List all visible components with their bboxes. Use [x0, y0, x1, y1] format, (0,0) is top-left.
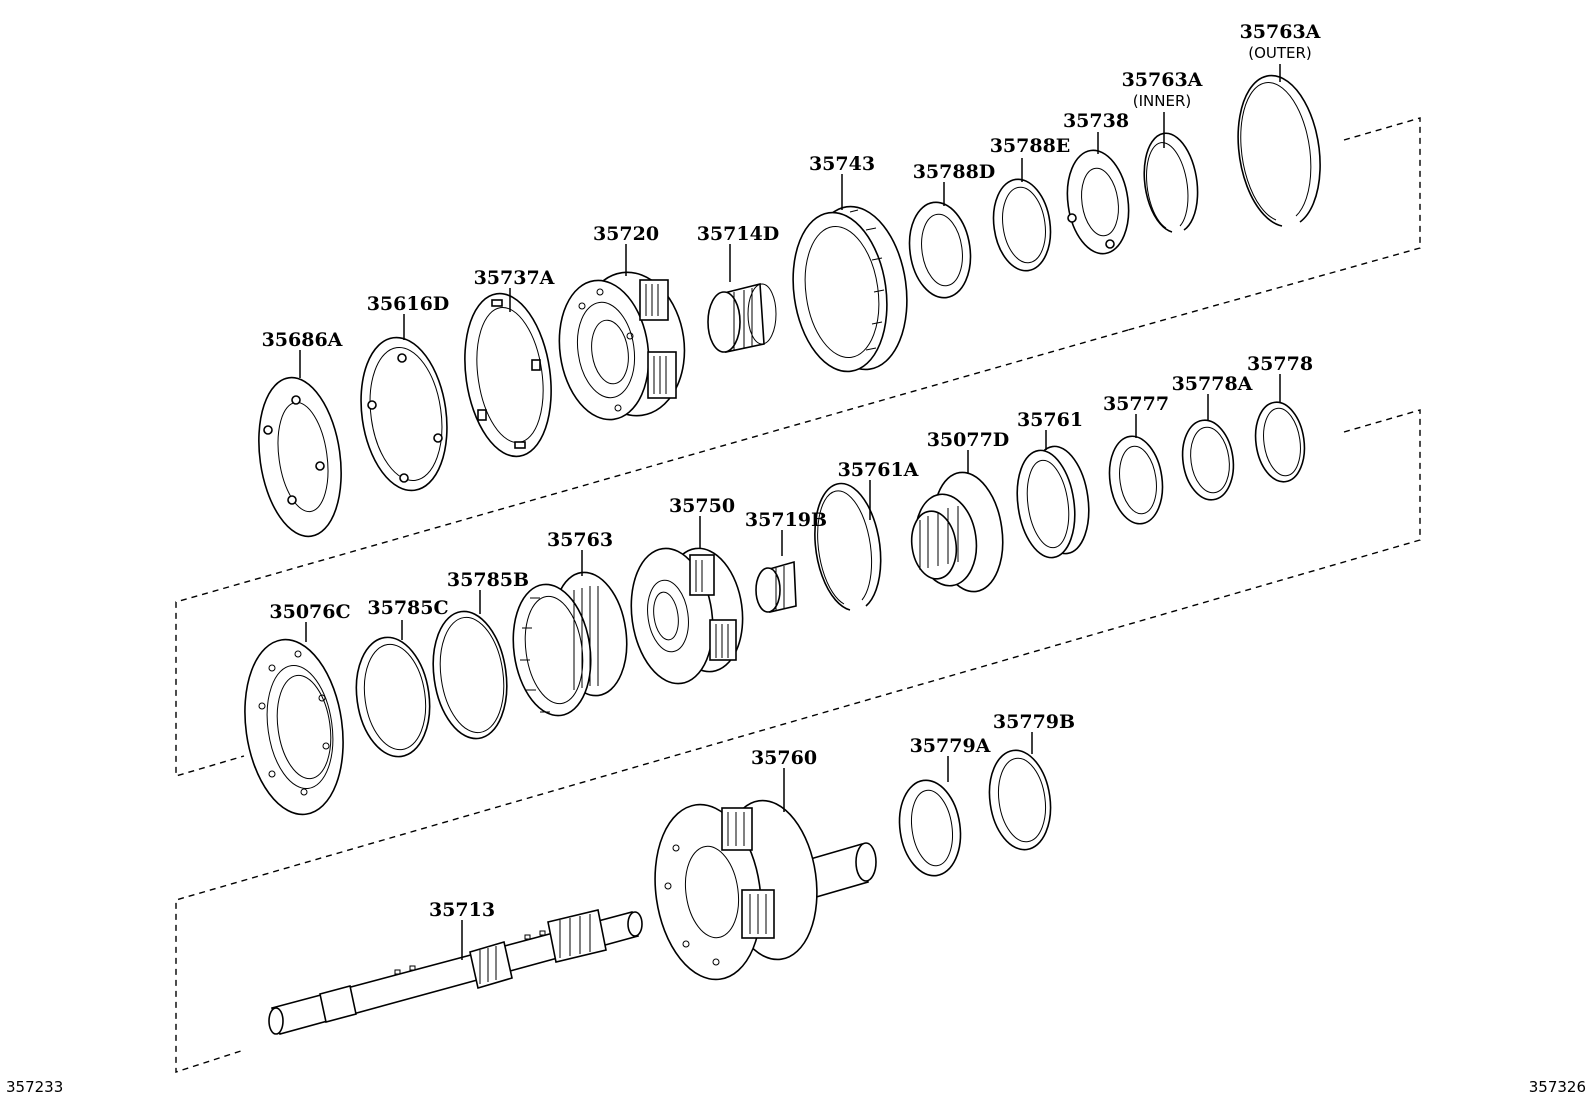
- part-35738-washer: [1066, 149, 1130, 255]
- callout-35738: 35738: [1063, 110, 1129, 132]
- part-35686A-washer: [258, 376, 342, 538]
- part-35743-ring-gear: [792, 205, 908, 373]
- callout-35785C: 35785C: [367, 597, 448, 619]
- group-frame-top: [175, 117, 1421, 777]
- part-35761A-snap-ring: [814, 482, 882, 611]
- callout-35763: 35763: [547, 529, 613, 551]
- part-35720-planetary-carrier: [558, 271, 686, 421]
- callout-35719B: 35719B: [745, 509, 827, 531]
- callout-35761A: 35761A: [838, 459, 919, 481]
- part-35763A-inner-snap-ring: [1143, 132, 1199, 233]
- part-35778-race: [1254, 401, 1306, 483]
- part-35076C-flange: [244, 638, 344, 816]
- part-35750-planetary-carrier: [630, 547, 744, 685]
- corner-code-right: 357326: [1529, 1078, 1586, 1096]
- callout-35778: 35778: [1247, 353, 1313, 375]
- part-35763A-outer-snap-ring: [1237, 74, 1321, 227]
- callout-35077D: 35077D: [927, 429, 1010, 451]
- callout-35763A-inner-note: (INNER): [1133, 92, 1191, 110]
- callout-35743: 35743: [809, 153, 875, 175]
- callout-35686A: 35686A: [262, 329, 343, 351]
- part-35714D-pinion: [707, 282, 777, 353]
- group-frame-middle: [175, 409, 1421, 1073]
- part-35719B-pinion: [755, 560, 797, 613]
- part-35778A-race: [1181, 419, 1235, 501]
- part-35777-bearing: [1108, 435, 1164, 525]
- callout-35750: 35750: [669, 495, 735, 517]
- part-35616D-ring: [360, 336, 448, 492]
- callout-35720: 35720: [593, 223, 659, 245]
- callout-35737A: 35737A: [474, 267, 555, 289]
- part-35785B-ring: [432, 610, 508, 740]
- part-35788E-race: [992, 178, 1052, 272]
- part-35788D-bearing: [908, 201, 972, 299]
- callout-35788E: 35788E: [990, 135, 1071, 157]
- callout-35777: 35777: [1103, 393, 1169, 415]
- part-35760-carrier: [654, 799, 877, 981]
- leader-lines: [299, 64, 1281, 960]
- callout-35616D: 35616D: [367, 293, 450, 315]
- callout-35763A-outer-note: (OUTER): [1248, 44, 1312, 62]
- part-35785C-ring: [355, 636, 431, 758]
- callout-35763A-outer: 35763A: [1240, 21, 1321, 43]
- callout-35785B: 35785B: [447, 569, 529, 591]
- callout-35779B: 35779B: [993, 711, 1075, 733]
- callout-35760: 35760: [751, 747, 817, 769]
- callout-35713: 35713: [429, 899, 495, 921]
- callout-35714D: 35714D: [697, 223, 780, 245]
- callout-35076C: 35076C: [269, 601, 350, 623]
- part-35737A-plate: [464, 292, 552, 458]
- callout-35778A: 35778A: [1172, 373, 1253, 395]
- part-35713-shaft: [268, 909, 643, 1035]
- callout-labels: 35763A (OUTER) 35763A (INNER) 35738 3578…: [262, 21, 1321, 921]
- corner-code-left: 357233: [6, 1078, 63, 1096]
- part-35763-clutch-hub: [512, 571, 628, 717]
- callout-35761: 35761: [1017, 409, 1083, 431]
- callout-35788D: 35788D: [913, 161, 996, 183]
- part-35779A-bearing: [898, 779, 962, 877]
- callout-35763A-inner: 35763A: [1122, 69, 1203, 91]
- callout-35779A: 35779A: [910, 735, 991, 757]
- part-35761-ring: [1016, 445, 1090, 559]
- part-35779B-race: [988, 749, 1052, 851]
- part-35077D-clutch-drum: [910, 471, 1004, 593]
